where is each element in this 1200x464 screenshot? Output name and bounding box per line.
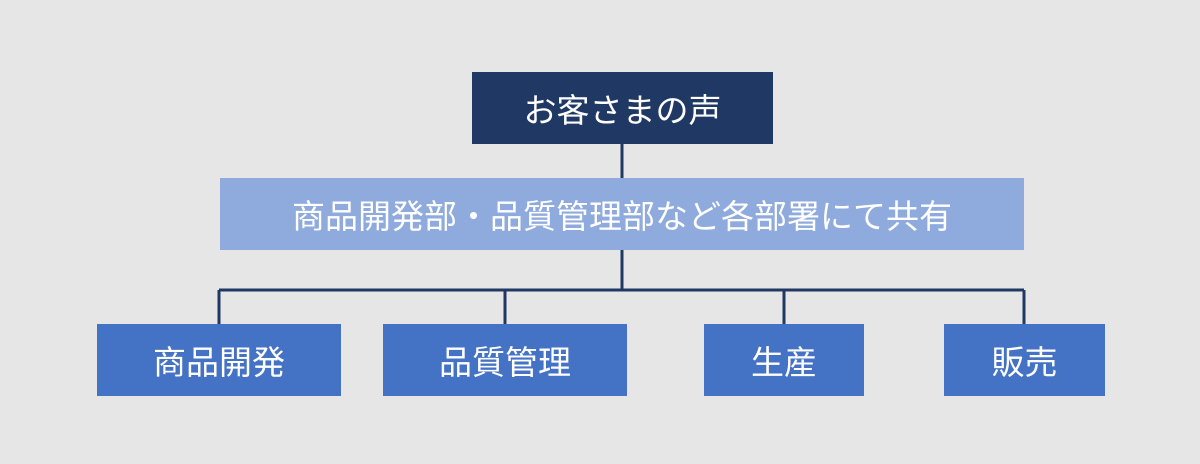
leaf-node-label: 商品開発 xyxy=(153,343,285,382)
leaf-node-production: 生産 xyxy=(704,324,864,396)
leaf-node-label: 生産 xyxy=(751,343,817,382)
leaf-node-quality-control: 品質管理 xyxy=(383,324,627,396)
leaf-node-sales: 販売 xyxy=(944,324,1105,396)
middle-node-shared-departments: 商品開発部・品質管理部など各部署にて共有 xyxy=(220,178,1024,250)
middle-node-label: 商品開発部・品質管理部など各部署にて共有 xyxy=(292,197,952,236)
root-node-customer-voice: お客さまの声 xyxy=(472,72,773,144)
root-node-label: お客さまの声 xyxy=(523,91,722,130)
leaf-node-label: 品質管理 xyxy=(439,343,571,382)
leaf-node-product-development: 商品開発 xyxy=(97,324,341,396)
leaf-node-label: 販売 xyxy=(991,343,1058,382)
